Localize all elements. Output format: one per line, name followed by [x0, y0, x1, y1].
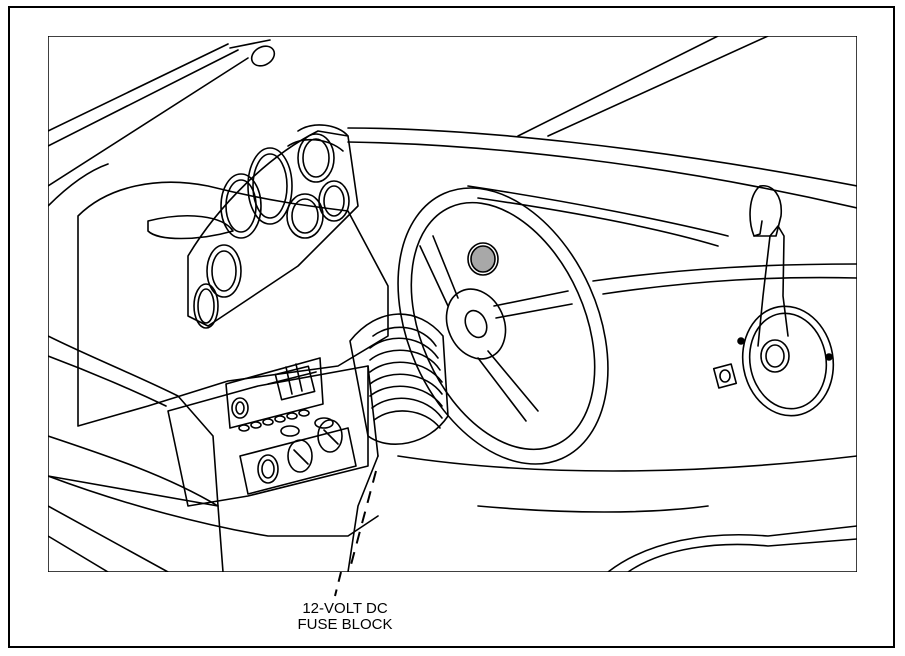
- steering-wheel: [397, 187, 609, 465]
- floor-lines: [397, 455, 857, 572]
- stereo-unit: [225, 357, 324, 432]
- callout-leader-line: [348, 470, 377, 572]
- windshield-frame: [48, 39, 276, 207]
- callout-line-2: FUSE BLOCK: [297, 616, 393, 633]
- fuse-block-callout: 12-VOLT DC FUSE BLOCK: [255, 601, 435, 633]
- illustration-border: [48, 36, 857, 572]
- gauge-cluster: [187, 124, 359, 329]
- deck-lines: [347, 36, 857, 295]
- callout-line-1: 12-VOLT DC: [302, 600, 388, 617]
- switch-panel: [239, 417, 357, 495]
- console-body: [48, 181, 389, 572]
- throttle-control: [712, 185, 835, 417]
- boat-helm-illustration: [48, 36, 857, 572]
- callout-leader-extension: [334, 572, 342, 597]
- ignition-key-highlight: [470, 245, 496, 273]
